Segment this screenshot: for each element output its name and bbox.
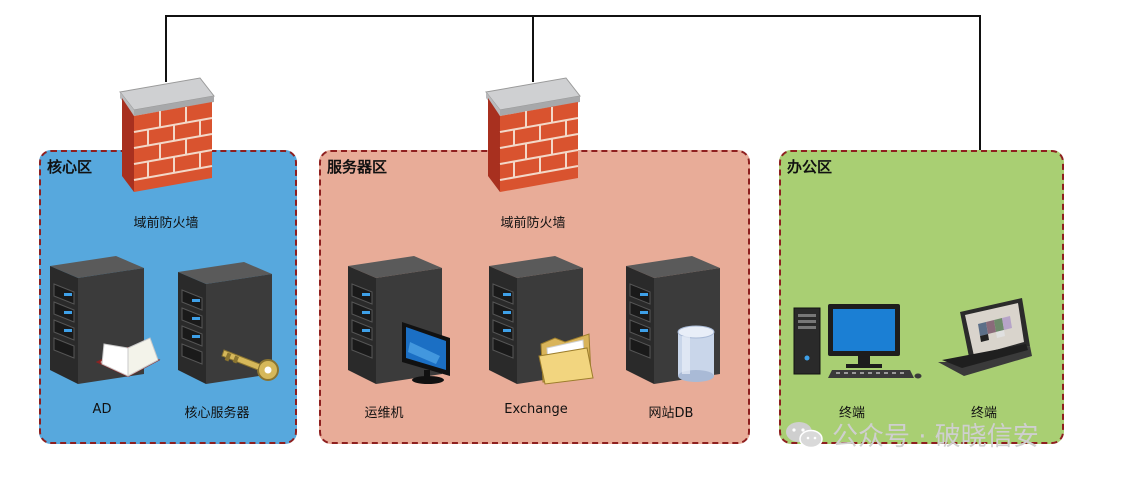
wechat-icon	[786, 421, 823, 448]
node-exchange-label: Exchange	[504, 402, 568, 417]
server-with-database-icon	[626, 256, 720, 384]
desktop-pc-icon	[793, 304, 922, 379]
firewall-1-label: 域前防火墙	[133, 216, 199, 231]
brick-firewall-icon	[485, 77, 581, 192]
server-with-monitor-icon	[348, 256, 450, 384]
brick-firewall-icon	[119, 77, 215, 192]
zone-server-title: 服务器区	[327, 158, 388, 176]
firewall-2-label: 域前防火墙	[500, 216, 566, 231]
node-ad-label: AD	[92, 402, 112, 417]
server-with-folder-icon	[489, 256, 594, 385]
node-terminal-1-label: 终端	[838, 406, 866, 421]
server-with-key-icon	[178, 262, 279, 384]
node-ops-label: 运维机	[364, 406, 404, 421]
watermark: 公众号 · 破晓信安	[784, 416, 1039, 453]
zone-office: 办公区	[779, 150, 1064, 444]
node-terminal-2-label: 终端	[970, 406, 998, 421]
watermark-text: 公众号 · 破晓信安	[832, 422, 1039, 452]
node-core-server-label: 核心服务器	[184, 406, 250, 421]
node-webdb-label: 网站DB	[648, 406, 694, 421]
top-bus-line	[165, 15, 981, 150]
laptop-icon	[938, 298, 1032, 376]
server-with-book-icon	[50, 256, 161, 384]
zone-office-title: 办公区	[787, 158, 833, 176]
zone-core-title: 核心区	[47, 158, 93, 176]
